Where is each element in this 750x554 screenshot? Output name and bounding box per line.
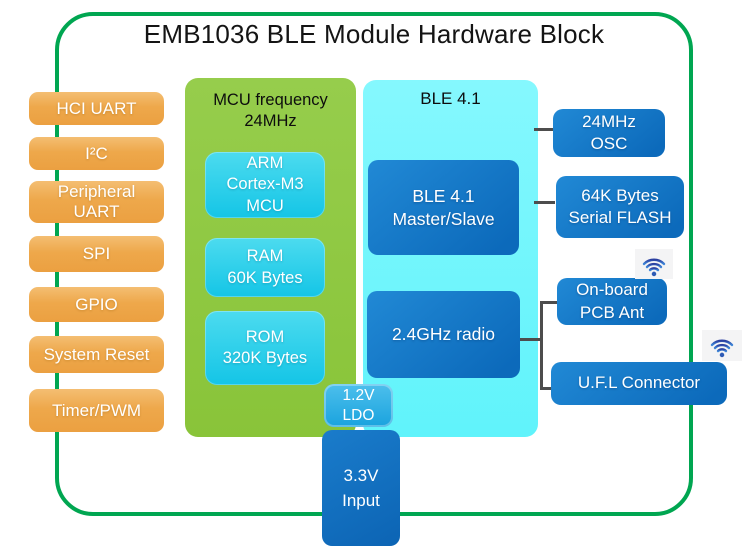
io-box-peripheral-uart: Peripheral UART (29, 181, 164, 223)
block-arm-cortex-m3: ARM Cortex-M3 MCU (205, 152, 325, 218)
connector-pcb-ant-line (542, 301, 558, 304)
wifi-signal-icon (710, 339, 734, 358)
connector-radio-line (519, 338, 542, 341)
page-title: EMB1036 BLE Module Hardware Block (143, 19, 605, 49)
block-serial-flash: 64K Bytes Serial FLASH (556, 176, 684, 238)
ble-panel: BLE 4.1 (363, 80, 538, 437)
io-box-system-reset: System Reset (29, 336, 164, 373)
wifi-signal-icon (635, 249, 673, 279)
io-box-timer-pwm: Timer/PWM (29, 389, 164, 432)
connector-antenna-branch-line (540, 301, 543, 390)
mcu-panel-title: MCU frequency 24MHz (213, 91, 328, 131)
io-box-spi: SPI (29, 236, 164, 272)
block-pcb-antenna: On-board PCB Ant (557, 278, 667, 325)
io-box-gpio: GPIO (29, 287, 164, 322)
block-rom: ROM 320K Bytes (205, 311, 325, 385)
ble-panel-title: BLE 4.1 (420, 89, 481, 108)
io-box-i2c: I²C (29, 137, 164, 170)
block-ldo-1v2: 1.2V LDO (324, 384, 393, 427)
io-box-hci-uart: HCI UART (29, 92, 164, 125)
wifi-signal-icon (702, 330, 742, 361)
block-24mhz-osc: 24MHz OSC (553, 109, 665, 157)
block-ble-master-slave: BLE 4.1 Master/Slave (368, 160, 519, 255)
connector-osc-line (534, 128, 554, 131)
wifi-signal-icon (642, 258, 666, 276)
connector-flash-line (534, 201, 555, 204)
block-ufl-connector: U.F.L Connector (551, 362, 727, 405)
block-ram: RAM 60K Bytes (205, 238, 325, 297)
block-3v3-input: 3.3V Input (322, 430, 400, 546)
block-24ghz-radio: 2.4GHz radio (367, 291, 520, 378)
connector-ufl-line (542, 387, 552, 390)
